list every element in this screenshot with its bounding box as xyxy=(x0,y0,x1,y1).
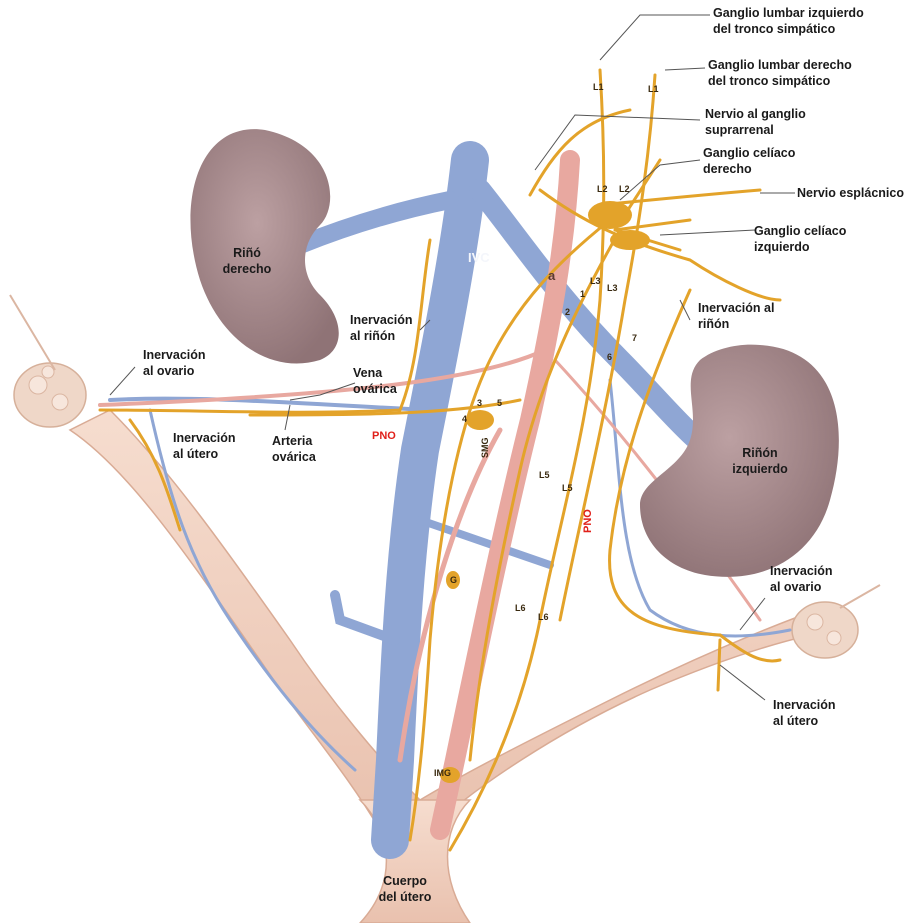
mark-smg: SMG xyxy=(480,437,490,458)
mark-l1-left: L1 xyxy=(593,82,604,92)
label-kidney-innervation-right: Inervación al riñón xyxy=(350,312,413,344)
label-right-lumbar-ganglion: Ganglio lumbar derecho del tronco simpát… xyxy=(708,57,852,89)
mark-1: 1 xyxy=(580,289,585,299)
mark-5: 5 xyxy=(497,398,502,408)
label-kidney-innervation-left: Inervación al riñón xyxy=(698,300,774,332)
ovary-right xyxy=(10,295,86,427)
mark-6: 6 xyxy=(607,352,612,362)
mark-l3-left: L3 xyxy=(590,276,601,286)
label-ivc: IVC xyxy=(468,250,490,266)
label-ovary-innervation-left: Inervación al ovario xyxy=(770,563,833,595)
label-left-celiac-ganglion: Ganglio celíaco izquierdo xyxy=(754,223,846,255)
label-left-lumbar-ganglion: Ganglio lumbar izquierdo del tronco simp… xyxy=(713,5,864,37)
mark-g: G xyxy=(450,575,457,585)
label-ovarian-vein: Vena ovárica xyxy=(353,365,397,397)
label-pno-vertical: PNO xyxy=(580,509,596,533)
label-aorta: a xyxy=(548,268,555,284)
mark-l6-right: L6 xyxy=(538,612,549,622)
label-ovarian-artery: Arteria ovárica xyxy=(272,433,316,465)
mark-l5-left: L5 xyxy=(539,470,550,480)
mark-2: 2 xyxy=(565,307,570,317)
mark-img: IMG xyxy=(434,768,451,778)
mark-4: 4 xyxy=(462,414,467,424)
mark-l3-right: L3 xyxy=(607,283,618,293)
mark-l2-left: L2 xyxy=(597,184,608,194)
label-right-celiac-ganglion: Ganglio celíaco derecho xyxy=(703,145,795,177)
mark-l6-left: L6 xyxy=(515,603,526,613)
label-uterus-body: Cuerpo del útero xyxy=(355,873,455,905)
label-ovary-innervation-right: Inervación al ovario xyxy=(143,347,206,379)
ovary-left xyxy=(792,585,880,658)
mark-l2-right: L2 xyxy=(619,184,630,194)
mark-7: 7 xyxy=(632,333,637,343)
label-right-kidney: Riñó derecho xyxy=(212,245,282,277)
label-uterus-innervation-left: Inervación al útero xyxy=(773,697,836,729)
label-splanchnic-nerve: Nervio esplácnico xyxy=(797,185,904,201)
mark-l1-right: L1 xyxy=(648,84,659,94)
label-nerve-suprarenal-ganglion: Nervio al ganglio suprarrenal xyxy=(705,106,806,138)
label-pno-horizontal: PNO xyxy=(372,428,396,444)
mark-3: 3 xyxy=(477,398,482,408)
mark-l5-right: L5 xyxy=(562,483,573,493)
label-left-kidney: Riñón izquierdo xyxy=(715,445,805,477)
label-uterus-innervation-right: Inervación al útero xyxy=(173,430,236,462)
